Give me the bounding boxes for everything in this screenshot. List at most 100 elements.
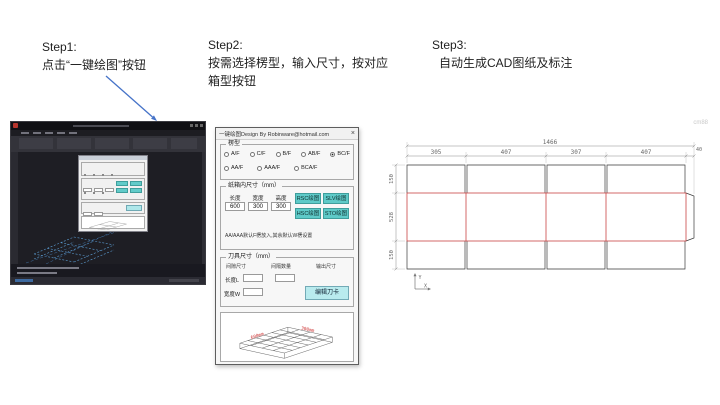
radio-aaa-f[interactable]: AAA/F bbox=[257, 165, 280, 171]
mini-draw-button[interactable] bbox=[116, 181, 128, 186]
mini-radio[interactable] bbox=[84, 192, 86, 194]
radio-label: AB/F bbox=[308, 151, 321, 157]
mini-input[interactable] bbox=[94, 188, 103, 192]
mini-draw-button[interactable] bbox=[130, 181, 142, 186]
menu-item[interactable] bbox=[69, 132, 77, 134]
radio-circle-icon[interactable] bbox=[249, 151, 255, 157]
radio-bca-f[interactable]: BCA/F bbox=[294, 165, 317, 171]
height-input[interactable]: 300 bbox=[271, 202, 291, 211]
mini-preview bbox=[81, 216, 145, 231]
radio-label: AAA/F bbox=[264, 165, 281, 171]
box-size-group: 纸箱内尺寸（mm） 长度 宽度 高度 600 300 300 RSC绘图 SLV… bbox=[220, 183, 354, 250]
mini-radio[interactable] bbox=[102, 174, 104, 176]
sto-draw-button[interactable]: STO绘图 bbox=[323, 208, 349, 219]
ribbon-panel[interactable] bbox=[133, 138, 167, 149]
rsc-draw-button[interactable]: RSC绘图 bbox=[295, 193, 321, 204]
radio-aa-f[interactable]: AA/F bbox=[224, 165, 243, 171]
flute-radio-row-1: A/F C/F B/F AB/F BC/F bbox=[224, 151, 350, 157]
dim-seg-2: 407 bbox=[501, 149, 512, 156]
radio-a-f[interactable]: A/F bbox=[224, 151, 240, 157]
mini-radio[interactable] bbox=[93, 174, 95, 176]
radio-b-f[interactable]: B/F bbox=[275, 151, 291, 157]
cad-window-buttons[interactable] bbox=[190, 124, 203, 127]
cad-menubar[interactable] bbox=[11, 130, 205, 136]
mini-radio[interactable] bbox=[111, 174, 113, 176]
cad-title-text bbox=[73, 125, 129, 127]
length-input[interactable]: 600 bbox=[225, 202, 245, 211]
ribbon-panel[interactable] bbox=[95, 138, 129, 149]
radio-circle-icon[interactable] bbox=[224, 151, 229, 157]
radio-circle-icon[interactable] bbox=[257, 165, 263, 171]
mini-input[interactable] bbox=[105, 188, 114, 192]
cad-command-line[interactable] bbox=[11, 264, 205, 277]
watermark-text: cm88 bbox=[693, 120, 708, 126]
hsc-draw-button[interactable]: HSC绘图 bbox=[295, 208, 321, 219]
close-icon[interactable]: × bbox=[350, 130, 355, 137]
mini-plugin-dialog[interactable] bbox=[78, 155, 148, 232]
mini-radio[interactable] bbox=[84, 174, 86, 176]
radio-label: AA/F bbox=[231, 165, 244, 171]
arrow-line bbox=[105, 75, 153, 118]
step3-title: Step3: bbox=[432, 38, 467, 52]
cad-ribbon[interactable] bbox=[11, 136, 205, 153]
autocad-logo-icon bbox=[13, 123, 18, 128]
dialog-title: 一键绘图Design By Robinware@hotmail.com bbox=[219, 132, 330, 138]
cad-scrollbar[interactable] bbox=[202, 152, 205, 264]
preview-grid-u-lines bbox=[239, 327, 333, 359]
menu-item[interactable] bbox=[21, 132, 29, 134]
command-text-line bbox=[17, 267, 79, 269]
mini-input[interactable] bbox=[83, 188, 92, 192]
width-label: 宽度 bbox=[252, 196, 264, 202]
tool-header-1: 间隙尺寸 bbox=[226, 264, 247, 270]
cad-titlebar[interactable] bbox=[11, 122, 205, 130]
maximize-icon[interactable] bbox=[195, 124, 198, 127]
status-coords bbox=[15, 279, 33, 282]
width-input[interactable]: 300 bbox=[248, 202, 268, 211]
ribbon-panel[interactable] bbox=[19, 138, 53, 149]
ribbon-panel[interactable] bbox=[171, 138, 197, 149]
edit-knife-card-button[interactable]: 编辑刀卡 bbox=[305, 286, 349, 300]
mini-radio[interactable] bbox=[102, 192, 104, 194]
box-preview-image: 600mm 300mm bbox=[220, 312, 354, 362]
mini-draw-button[interactable] bbox=[130, 188, 142, 193]
mini-radio[interactable] bbox=[93, 192, 95, 194]
mini-dialog-titlebar[interactable] bbox=[79, 156, 147, 160]
radio-circle-icon[interactable] bbox=[330, 151, 336, 157]
tool-count-input[interactable] bbox=[275, 274, 295, 282]
mini-draw-button[interactable] bbox=[116, 188, 128, 193]
radio-circle-icon[interactable] bbox=[301, 151, 307, 157]
menu-item[interactable] bbox=[33, 132, 41, 134]
radio-bc-f-selected[interactable]: BC/F bbox=[330, 151, 350, 157]
menu-item[interactable] bbox=[57, 132, 65, 134]
mini-input[interactable] bbox=[94, 212, 103, 216]
radio-circle-icon[interactable] bbox=[224, 165, 229, 171]
menu-item[interactable] bbox=[45, 132, 53, 134]
preview-dim-label-2: 300mm bbox=[300, 325, 315, 334]
wireframe-grid-lines bbox=[33, 236, 115, 264]
slv-draw-button[interactable]: SLV绘图 bbox=[323, 193, 349, 204]
radio-ab-f[interactable]: AB/F bbox=[301, 151, 320, 157]
status-toggles[interactable] bbox=[169, 279, 199, 282]
dim-left-3: 150 bbox=[389, 250, 395, 260]
radio-circle-icon[interactable] bbox=[294, 165, 300, 171]
radio-circle-icon[interactable] bbox=[275, 151, 281, 157]
ribbon-panel[interactable] bbox=[57, 138, 91, 149]
flute-group-title: 楞型 bbox=[226, 141, 243, 148]
cad-status-bar[interactable] bbox=[11, 277, 205, 284]
dim-total: 1466 bbox=[543, 139, 558, 146]
mini-flute-group bbox=[81, 162, 145, 194]
pointer-arrow-icon bbox=[105, 75, 157, 121]
tool-length-label: 长度L bbox=[224, 278, 240, 284]
tool-width-input[interactable] bbox=[243, 288, 263, 296]
radio-label: C/F bbox=[256, 151, 266, 157]
tool-length-input[interactable] bbox=[243, 274, 263, 282]
close-icon[interactable] bbox=[200, 124, 203, 127]
cad-tool-palette[interactable] bbox=[11, 152, 18, 264]
mini-edit-button[interactable] bbox=[126, 205, 142, 211]
mini-input[interactable] bbox=[83, 212, 92, 216]
radio-c-f[interactable]: C/F bbox=[249, 151, 266, 157]
length-label: 长度 bbox=[229, 196, 241, 202]
dialog-titlebar[interactable]: 一键绘图Design By Robinware@hotmail.com × bbox=[216, 128, 358, 140]
minimize-icon[interactable] bbox=[190, 124, 193, 127]
cad-canvas[interactable] bbox=[18, 152, 202, 264]
